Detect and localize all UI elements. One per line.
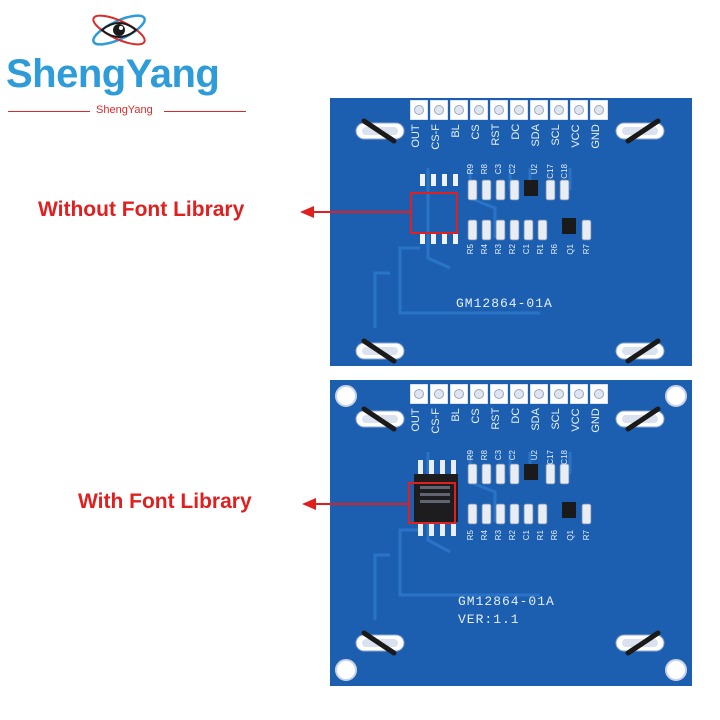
brand-underline-right (164, 111, 246, 112)
mounting-slot-icon (615, 630, 665, 656)
mounting-hole-icon (335, 385, 357, 407)
component-label: U2 (530, 164, 539, 175)
pin-pad (589, 99, 609, 121)
header-pins (409, 383, 609, 405)
component-label: R4 (480, 530, 489, 541)
component-label: R7 (582, 530, 591, 541)
empty-chip-footprint (420, 174, 458, 244)
component-label: C1 (522, 244, 531, 255)
component-label: C1 (522, 530, 531, 541)
callout-without-font-library: Without Font Library (38, 198, 245, 221)
component-label: C17 (546, 450, 555, 465)
callout-box-without (410, 192, 458, 234)
callout-box-with (408, 482, 456, 524)
component-label: C2 (508, 164, 517, 175)
mounting-hole-icon (665, 659, 687, 681)
component-label: U2 (530, 450, 539, 461)
component-label: R5 (466, 244, 475, 255)
component-label: R1 (536, 530, 545, 541)
pin-pad (509, 99, 529, 121)
pin-pad (509, 383, 529, 405)
component-label: C18 (560, 450, 569, 465)
mounting-slot-icon (355, 630, 405, 656)
component-label: R2 (508, 244, 517, 255)
pin-pad (529, 99, 549, 121)
component-label: R6 (550, 530, 559, 541)
pin-pad (489, 383, 509, 405)
pin-pad (469, 99, 489, 121)
component-label: R1 (536, 244, 545, 255)
component-label: C17 (546, 164, 555, 179)
pin-pad (449, 383, 469, 405)
smd-components (467, 179, 592, 241)
component-label: R9 (466, 450, 475, 461)
component-label: C3 (494, 450, 503, 461)
brand-underline-left (8, 111, 90, 112)
component-label: Q1 (566, 244, 575, 255)
pin-pad (569, 99, 589, 121)
board-model-label: GM12864-01A (456, 296, 553, 311)
component-label: R6 (550, 244, 559, 255)
pin-pad (489, 99, 509, 121)
shengyang-logo: ShengYang ShengYang (0, 0, 260, 130)
pin-pad (549, 383, 569, 405)
component-label: R3 (494, 530, 503, 541)
component-label: C18 (560, 164, 569, 179)
component-label: R5 (466, 530, 475, 541)
brand-name: ShengYang (6, 52, 220, 96)
mounting-hole-icon (665, 385, 687, 407)
mounting-slot-icon (615, 338, 665, 364)
smd-components (467, 463, 592, 525)
pcb-board-with-font-library: OUT CS-F BL CS RST DC SDA SCL VCC GND (330, 380, 692, 686)
component-label: R8 (480, 450, 489, 461)
brand-subtitle: ShengYang (96, 104, 153, 116)
mounting-hole-icon (335, 659, 357, 681)
component-label: R9 (466, 164, 475, 175)
pin-pad (469, 383, 489, 405)
arrow-left-icon (302, 498, 410, 510)
mounting-slot-icon (355, 406, 405, 432)
callout-with-font-library: With Font Library (78, 490, 252, 513)
mounting-slot-icon (355, 118, 405, 144)
pin-pad (589, 383, 609, 405)
header-pins (409, 99, 609, 121)
eye-orbit-icon (92, 14, 146, 46)
pin-pad (429, 383, 449, 405)
pin-pad (569, 383, 589, 405)
pin-pad (409, 383, 429, 405)
board-model-label: GM12864-01A (458, 594, 555, 609)
component-label: R7 (582, 244, 591, 255)
pcb-board-without-font-library: OUT CS-F BL CS RST DC SDA SCL VCC GND (330, 98, 692, 366)
component-label: C3 (494, 164, 503, 175)
pin-pad (549, 99, 569, 121)
mounting-slot-icon (615, 118, 665, 144)
component-label: C2 (508, 450, 517, 461)
component-label: R3 (494, 244, 503, 255)
component-label: Q1 (566, 530, 575, 541)
mounting-slot-icon (355, 338, 405, 364)
mounting-slot-icon (615, 406, 665, 432)
component-label: R2 (508, 530, 517, 541)
board-version-label: VER:1.1 (458, 612, 520, 627)
arrow-left-icon (300, 206, 412, 218)
component-label: R4 (480, 244, 489, 255)
pin-pad (409, 99, 429, 121)
component-label: R8 (480, 164, 489, 175)
